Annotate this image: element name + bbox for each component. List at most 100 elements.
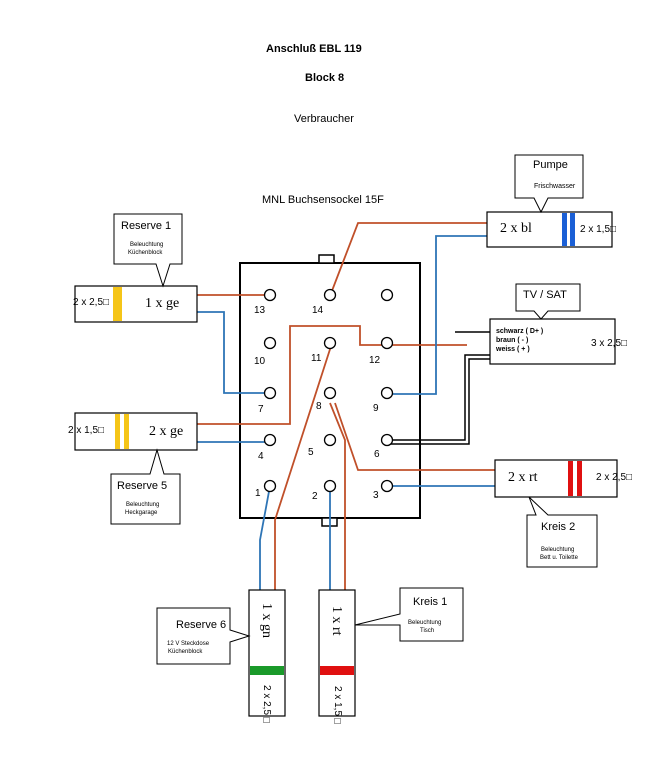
wire-pin11-to-reserve6 bbox=[274, 342, 333, 590]
callout-tvsat-title: TV / SAT bbox=[523, 289, 567, 301]
callout-pumpe-sub: Frischwasser bbox=[534, 183, 576, 190]
callout-reserve5-sub1: Beleuchtung bbox=[126, 502, 160, 508]
pin-label-2: 2 bbox=[312, 491, 318, 502]
wire-pin8-to-kreis1 bbox=[329, 402, 346, 590]
callout-reserve6-title: Reserve 6 bbox=[176, 619, 227, 631]
socket-label: MNL Buchsensockel 15F bbox=[262, 194, 384, 206]
cable-kreis2 bbox=[494, 459, 618, 498]
socket-pin-1 bbox=[263, 479, 277, 493]
pin-label-14: 14 bbox=[312, 305, 324, 316]
stripe-red-kreis1 bbox=[320, 666, 354, 675]
callout-reserve6-box bbox=[156, 607, 251, 665]
callout-reserve1-sub1: Beleuchtung bbox=[130, 242, 164, 248]
pin-label-4: 4 bbox=[258, 451, 264, 462]
pin-label-5: 5 bbox=[308, 447, 314, 458]
stripe-red-1 bbox=[568, 461, 573, 496]
stripe-yellow-1 bbox=[115, 414, 120, 449]
wire-pin14-to-pumpe bbox=[329, 222, 487, 297]
callout-reserve6-sub2: Küchenblock bbox=[168, 649, 203, 655]
socket-pin-5 bbox=[323, 433, 337, 447]
tvsat-line-schwarz: schwarz ( D+ ) bbox=[496, 328, 544, 335]
wire-pin9-to-pumpe bbox=[388, 235, 487, 395]
socket-pin-6 bbox=[380, 433, 394, 447]
cable-pumpe-core: 2 x bl bbox=[500, 221, 532, 236]
socket-pin-13 bbox=[263, 288, 277, 302]
pin-label-1: 1 bbox=[255, 488, 261, 499]
callout-tvsat-box bbox=[515, 283, 581, 320]
pin-label-8: 8 bbox=[316, 401, 322, 412]
tvsat-line-braun: braun ( - ) bbox=[496, 337, 529, 344]
block-label: Block 8 bbox=[305, 72, 345, 84]
cable-reserve6-core: 1 x gn bbox=[259, 603, 274, 638]
stripe-blue-2 bbox=[570, 213, 575, 246]
callout-kreis2-sub2: Bett u. Toilette bbox=[540, 555, 578, 561]
socket-pin-14 bbox=[323, 288, 337, 302]
pin-label-10: 10 bbox=[254, 356, 266, 367]
socket-pin-10 bbox=[263, 336, 277, 350]
wire-tv-1 bbox=[388, 354, 490, 441]
callout-kreis2-box bbox=[526, 496, 598, 568]
cable-reserve5 bbox=[74, 412, 198, 451]
cable-tvsat-lines: schwarz ( D+ ) braun ( - ) weiss ( + ) bbox=[496, 327, 543, 354]
cable-reserve5-core: 2 x ge bbox=[149, 424, 184, 439]
section-label: Verbraucher bbox=[294, 113, 354, 125]
wire-pin1-to-reserve6 bbox=[259, 485, 271, 590]
callout-reserve1-title: Reserve 1 bbox=[121, 220, 172, 232]
socket-key-top bbox=[318, 254, 335, 264]
callout-kreis1-sub1: Beleuchtung bbox=[408, 620, 442, 626]
cable-kreis1 bbox=[318, 589, 356, 717]
cable-reserve1 bbox=[74, 285, 198, 323]
stripe-green bbox=[250, 666, 284, 675]
callout-reserve5-sub2: Heckgarage bbox=[125, 510, 158, 516]
socket-pin-7 bbox=[263, 386, 277, 400]
cable-pumpe bbox=[486, 211, 613, 248]
wire-reserve1-to-7 bbox=[197, 311, 270, 394]
callout-pumpe-box bbox=[514, 154, 584, 214]
socket-pin-9 bbox=[380, 386, 394, 400]
cable-reserve5-size: 2 x 1,5□ bbox=[68, 425, 105, 436]
cable-kreis2-core: 2 x rt bbox=[508, 470, 538, 485]
cable-kreis1-size: 2 x 1,5□ bbox=[332, 686, 343, 728]
socket-pin-3 bbox=[380, 479, 394, 493]
callout-kreis1-sub2: Tisch bbox=[420, 628, 435, 634]
pin-label-7: 7 bbox=[258, 404, 264, 415]
socket-pin-top-right bbox=[380, 288, 394, 302]
cable-kreis2-size: 2 x 2,5□ bbox=[596, 472, 633, 483]
callout-reserve5-title: Reserve 5 bbox=[117, 480, 168, 492]
stripe-blue-1 bbox=[562, 213, 567, 246]
wire-tv-2 bbox=[390, 358, 490, 445]
pin-label-11: 11 bbox=[311, 353, 322, 364]
pin-label-3: 3 bbox=[373, 490, 379, 501]
cable-tvsat bbox=[489, 318, 616, 365]
cable-tvsat-size: 3 x 2,5□ bbox=[591, 338, 628, 349]
callout-kreis2-sub1: Beleuchtung bbox=[541, 547, 575, 553]
cable-pumpe-size: 2 x 1,5□ bbox=[580, 224, 617, 235]
socket-pin-2 bbox=[323, 479, 337, 493]
pin-label-12: 12 bbox=[369, 355, 381, 366]
callout-pumpe-title: Pumpe bbox=[533, 159, 568, 171]
stripe-yellow bbox=[113, 287, 122, 321]
pin-label-9: 9 bbox=[373, 403, 379, 414]
callout-kreis1-box bbox=[354, 587, 464, 642]
callout-reserve1-sub2: Küchenblock bbox=[128, 250, 163, 256]
callout-kreis2-title: Kreis 2 bbox=[541, 521, 576, 533]
pin-label-6: 6 bbox=[374, 449, 380, 460]
cable-reserve1-size: 2 x 2,5□ bbox=[73, 297, 110, 308]
cable-reserve6-size: 2 x 2,5□ bbox=[261, 685, 272, 727]
cable-reserve1-core: 1 x ge bbox=[145, 296, 180, 311]
socket-pin-12 bbox=[380, 336, 394, 350]
callout-reserve1-box bbox=[113, 213, 183, 288]
cable-kreis1-core: 1 x rt bbox=[329, 606, 344, 636]
wire-pin8-to-kreis2 bbox=[334, 402, 495, 471]
cable-reserve6 bbox=[248, 589, 286, 717]
page-title: Anschluß EBL 119 bbox=[266, 43, 362, 55]
stripe-red-2 bbox=[577, 461, 582, 496]
callout-reserve5-box bbox=[110, 448, 181, 525]
pin-label-13: 13 bbox=[254, 305, 266, 316]
callout-reserve6-sub1: 12 V Steckdose bbox=[167, 641, 210, 647]
socket-pin-4 bbox=[263, 433, 277, 447]
socket-pin-11 bbox=[323, 336, 337, 350]
wire-reserve5-to-tv bbox=[197, 325, 467, 425]
stripe-yellow-2 bbox=[124, 414, 129, 449]
socket-pin-8 bbox=[323, 386, 337, 400]
